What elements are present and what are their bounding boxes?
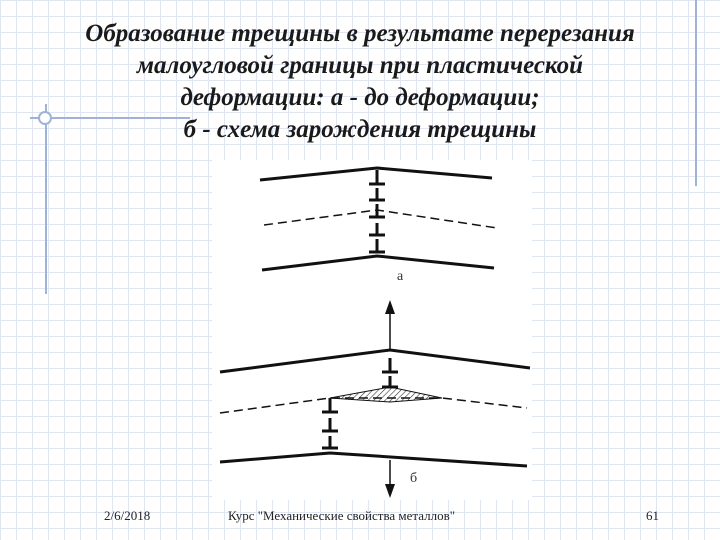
diagram-part-b: б xyxy=(219,300,531,498)
decor-vertical-line-left xyxy=(45,104,47,294)
diagram-part-a: а xyxy=(259,166,498,284)
arrow-up-head xyxy=(385,300,395,314)
part-b-top-boundary xyxy=(219,348,531,374)
title-line-3: деформации: а - до деформации; xyxy=(180,84,540,111)
footer-date: 2/6/2018 xyxy=(104,508,151,523)
decor-horizontal-line-left xyxy=(30,117,190,119)
title-line-2: малоугловой границы при пластической xyxy=(136,52,584,79)
part-b-bottom-boundary xyxy=(219,451,528,468)
crack-formation-figure: а б xyxy=(212,160,532,500)
footer-page-number: 61 xyxy=(646,508,659,523)
arrow-down-head xyxy=(385,484,395,498)
crack-hatched xyxy=(329,386,443,403)
part-b-lower-dislocations xyxy=(322,398,338,450)
decor-circle xyxy=(38,111,52,125)
title-line-4: б - схема зарождения трещины xyxy=(183,116,537,143)
decor-vertical-line-right xyxy=(695,0,697,186)
part-a-slip-line xyxy=(263,209,498,229)
part-a-top-boundary xyxy=(259,166,493,182)
label-a: а xyxy=(397,269,404,284)
label-b: б xyxy=(410,471,417,486)
slide-title: Образование трещины в результате перерез… xyxy=(40,18,680,146)
title-line-1: Образование трещины в результате перерез… xyxy=(85,20,635,47)
part-a-bottom-boundary xyxy=(261,254,495,272)
part-b-upper-dislocations xyxy=(382,358,398,389)
footer-course: Курс "Механические свойства металлов" xyxy=(228,508,456,523)
part-a-dislocations xyxy=(369,170,385,254)
crack-diagram: а б xyxy=(219,166,531,498)
